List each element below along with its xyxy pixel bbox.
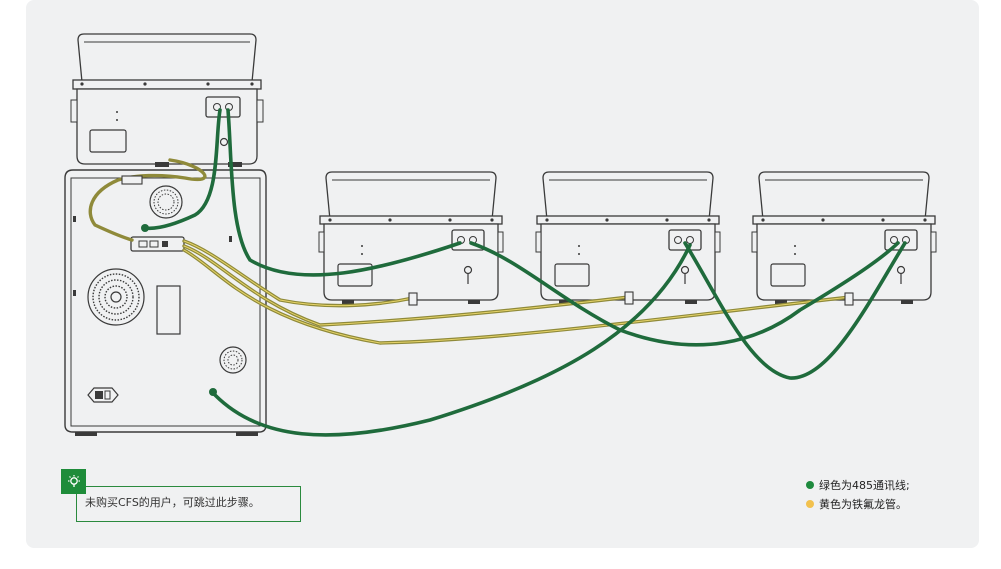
tip-box — [76, 486, 301, 522]
lightbulb-icon — [61, 469, 86, 494]
cfs-unit-2 — [535, 171, 721, 305]
legend-item-yellow: 黄色为铁氟龙管。 — [806, 494, 910, 513]
legend-dot-green — [806, 480, 814, 489]
tip-text: 未购买CFS的用户，可跳过此步骤。 — [85, 496, 260, 509]
485-cables — [143, 108, 907, 437]
cfs-unit-1 — [318, 171, 504, 305]
legend-label-green: 绿色为485通讯线; — [819, 478, 910, 492]
legend-dot-yellow — [806, 499, 814, 508]
legend: 绿色为485通讯线; 黄色为铁氟龙管。 — [806, 475, 910, 513]
printer-top-cfs — [70, 33, 264, 167]
legend-label-yellow: 黄色为铁氟龙管。 — [819, 497, 907, 511]
legend-item-green: 绿色为485通讯线; — [806, 475, 910, 494]
